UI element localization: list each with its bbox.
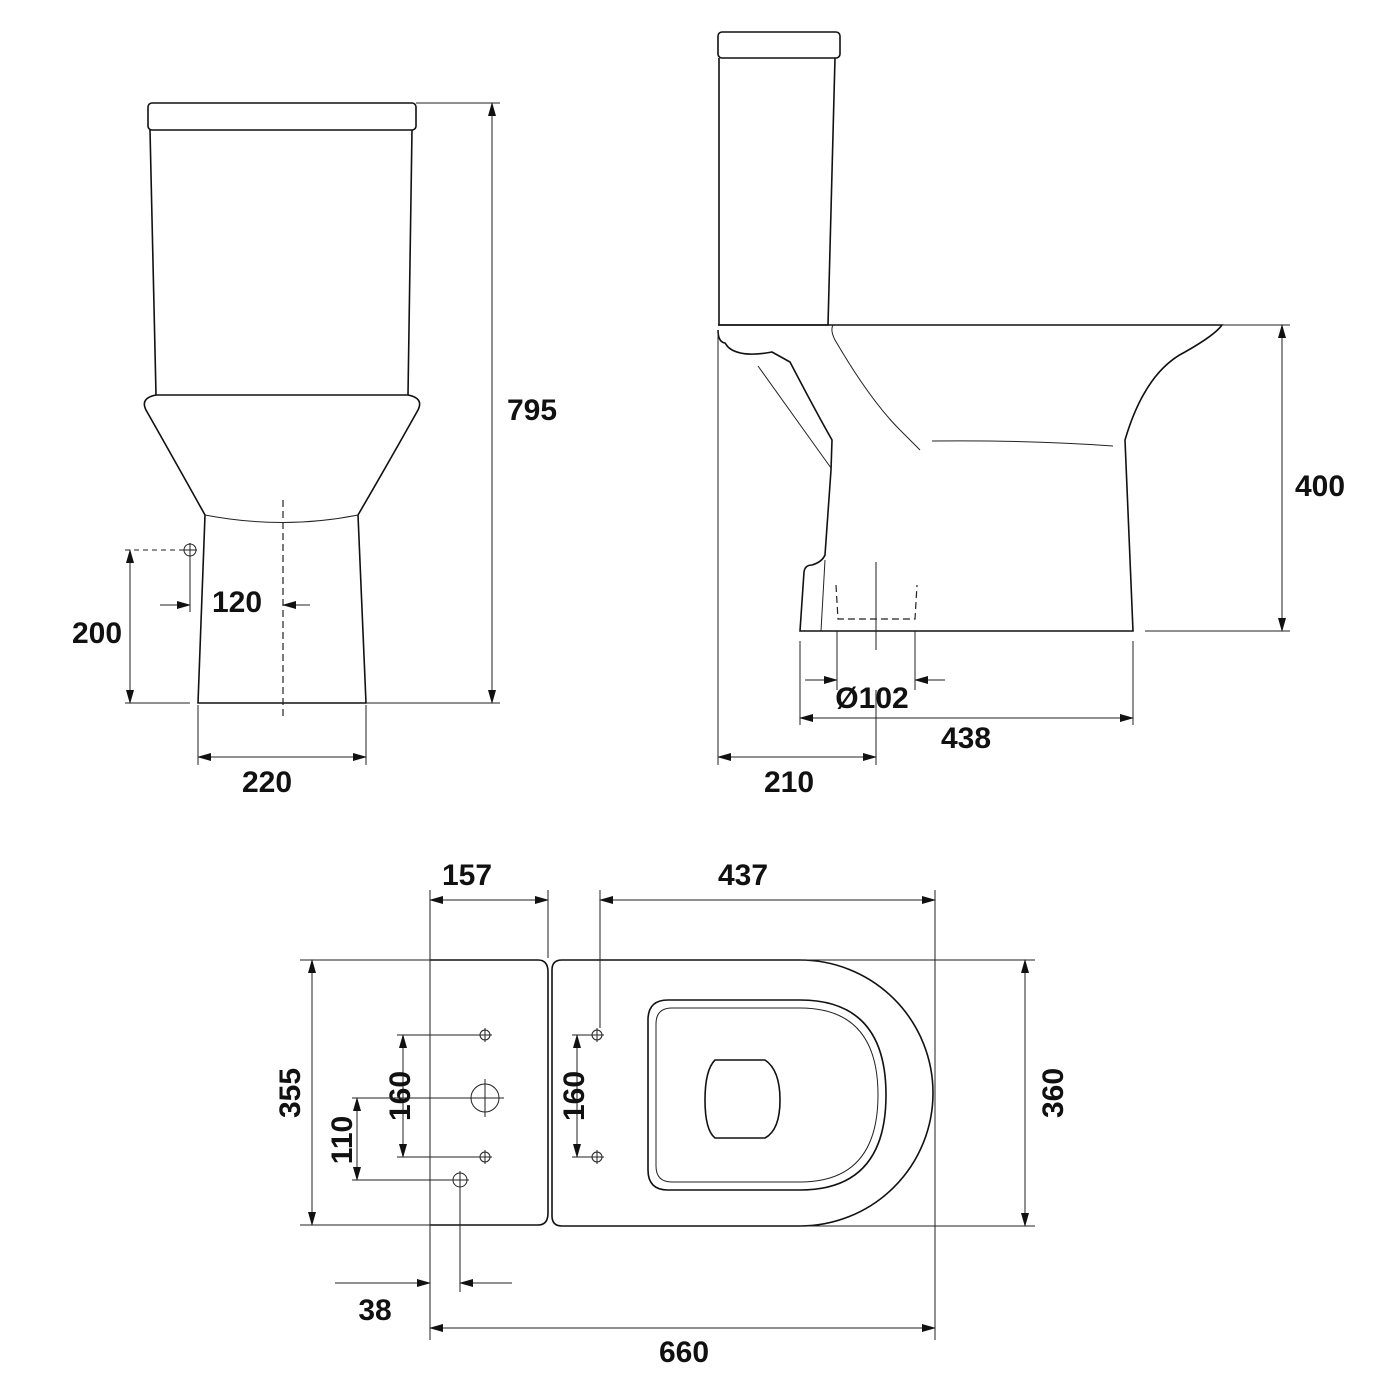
- cistern: [718, 57, 836, 326]
- bowl-pedestal: [143, 394, 421, 704]
- cistern-top: [430, 959, 549, 1226]
- dim-437: 437: [718, 859, 768, 892]
- dim-355: 355: [274, 1068, 307, 1118]
- dim-157: 157: [442, 859, 492, 892]
- dim-120: 120: [212, 586, 262, 619]
- dim-110: 110: [326, 1116, 359, 1164]
- dim-200: 200: [72, 617, 122, 650]
- side-view: 400 Ø102 438 210: [717, 31, 1345, 799]
- dim-220: 220: [242, 766, 292, 799]
- top-view: 157 437 355 360 160 110 160 38 660: [274, 859, 1070, 1369]
- seat: [647, 999, 887, 1191]
- dim-outlet-diameter: Ø102: [835, 682, 908, 715]
- bowl-outlet: [704, 1059, 781, 1139]
- dim-38: 38: [358, 1294, 391, 1327]
- dim-210: 210: [764, 766, 814, 799]
- cistern: [149, 129, 413, 396]
- front-view: 795 200 120 220: [72, 102, 557, 799]
- fixing-holes: [451, 1028, 604, 1189]
- tank-lid: [717, 31, 841, 59]
- dim-400: 400: [1295, 470, 1345, 503]
- dim-160-bowl: 160: [558, 1071, 591, 1121]
- dim-360: 360: [1037, 1068, 1070, 1118]
- dim-438: 438: [941, 722, 991, 755]
- dim-160-tank: 160: [384, 1071, 417, 1121]
- tank-lid: [147, 102, 417, 131]
- dim-660: 660: [659, 1336, 709, 1369]
- dim-795: 795: [507, 394, 557, 427]
- bowl-body: [717, 324, 1224, 632]
